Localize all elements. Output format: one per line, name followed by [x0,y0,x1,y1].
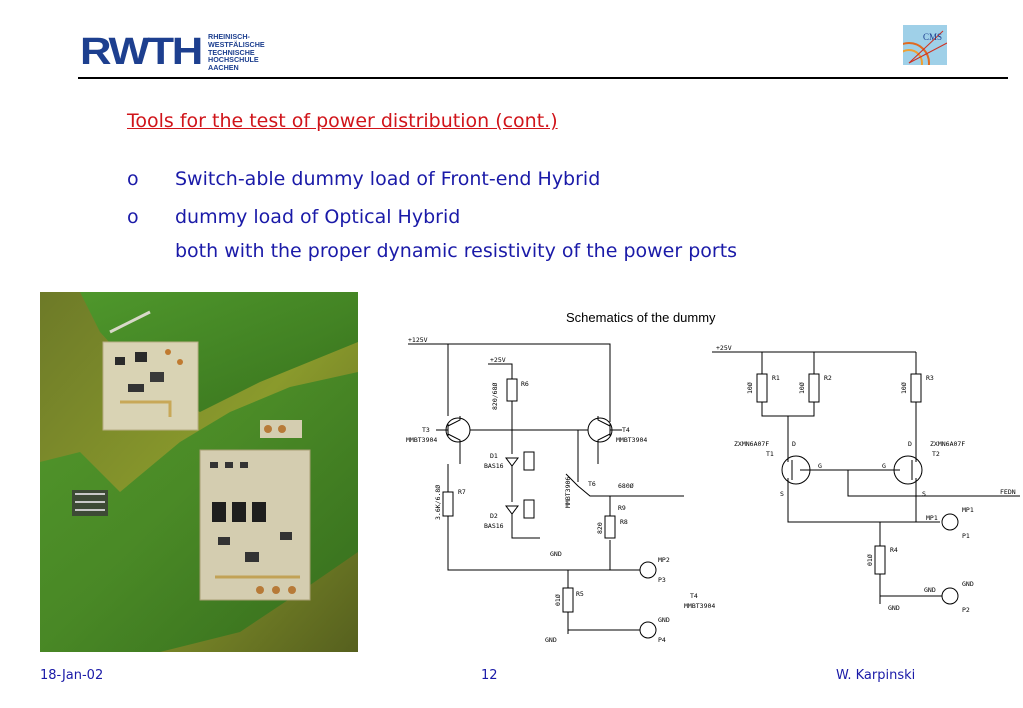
svg-text:10Ø: 10Ø [746,382,754,394]
svg-text:MMBT3904: MMBT3904 [684,602,715,610]
svg-text:P4: P4 [658,636,666,644]
dummy-schematic: +125V +25V R6 820/68Ø T3 MMBT3904 T4 MMB… [406,336,1020,644]
svg-text:MMBT3906: MMBT3906 [564,477,572,508]
svg-text:CMS: CMS [923,32,942,42]
svg-text:G: G [818,462,822,470]
svg-text:T6: T6 [588,480,596,488]
bullet-continuation: both with the proper dynamic resistivity… [175,240,738,262]
svg-text:MMBT3904: MMBT3904 [616,436,647,444]
svg-text:BAS16: BAS16 [484,522,504,530]
svg-text:10Ø: 10Ø [798,382,806,394]
logo-wordmark: RWTH [80,31,203,73]
logo-subtext: RHEINISCH- WESTFÄLISCHE TECHNISCHE HOCHS… [208,32,265,73]
svg-text:10Ø: 10Ø [900,382,908,394]
bullet-text: dummy load of Optical Hybrid [175,206,461,228]
svg-text:P3: P3 [658,576,666,584]
svg-text:P2: P2 [962,606,970,614]
svg-text:G: G [882,462,886,470]
svg-text:01Ø: 01Ø [866,554,874,566]
svg-text:MP1: MP1 [962,506,974,514]
rwth-logo: RWTH RHEINISCH- WESTFÄLISCHE TECHNISCHE … [80,32,290,72]
slide-title: Tools for the test of power distribution… [127,110,558,132]
svg-text:+125V: +125V [408,336,428,344]
svg-text:FEDN: FEDN [1000,488,1016,496]
svg-text:MP1: MP1 [926,514,938,522]
svg-text:680Ø: 680Ø [618,482,634,490]
svg-text:R2: R2 [824,374,832,382]
svg-text:ZXMN6A07F: ZXMN6A07F [734,440,769,448]
svg-text:GND: GND [962,580,974,588]
svg-text:D: D [792,440,796,448]
svg-text:T3: T3 [422,426,430,434]
svg-text:S: S [780,490,784,498]
svg-text:R6: R6 [521,380,529,388]
svg-text:T2: T2 [932,450,940,458]
footer-author: W. Karpinski [836,668,916,683]
svg-text:D2: D2 [490,512,498,520]
svg-text:T4: T4 [690,592,698,600]
svg-text:R3: R3 [926,374,934,382]
schematic-caption: Schematics of the dummy [566,310,716,325]
svg-text:+25V: +25V [490,356,506,364]
svg-text:3.6K/6.8Ø: 3.6K/6.8Ø [434,485,442,520]
bullet-text: Switch-able dummy load of Front-end Hybr… [175,168,601,190]
svg-text:MP2: MP2 [658,556,670,564]
svg-text:R9: R9 [618,504,626,512]
svg-text:D: D [908,440,912,448]
svg-text:R4: R4 [890,546,898,554]
svg-text:ZXMN6A07F: ZXMN6A07F [930,440,965,448]
bullet-marker: o [127,168,139,190]
dummy-load-photo [40,292,358,652]
footer-page-number: 12 [481,668,498,683]
svg-text:BAS16: BAS16 [484,462,504,470]
svg-text:R8: R8 [620,518,628,526]
svg-text:+25V: +25V [716,344,732,352]
svg-text:T1: T1 [766,450,774,458]
header-rule [78,77,1008,79]
svg-text:820: 820 [596,522,604,534]
svg-text:MMBT3904: MMBT3904 [406,436,437,444]
svg-text:P1: P1 [962,532,970,540]
svg-text:GND: GND [545,636,557,644]
svg-text:GND: GND [658,616,670,624]
svg-text:D1: D1 [490,452,498,460]
footer-date: 18-Jan-02 [40,668,104,683]
svg-text:GND: GND [550,550,562,558]
svg-text:GND: GND [924,586,936,594]
svg-text:01Ø: 01Ø [554,594,562,606]
cms-logo-icon: CMS [903,25,947,65]
svg-text:R5: R5 [576,590,584,598]
svg-text:R7: R7 [458,488,466,496]
svg-text:S: S [922,490,926,498]
svg-text:820/68Ø: 820/68Ø [491,383,499,410]
bullet-marker: o [127,206,139,228]
svg-text:R1: R1 [772,374,780,382]
svg-text:GND: GND [888,604,900,612]
svg-text:T4: T4 [622,426,630,434]
